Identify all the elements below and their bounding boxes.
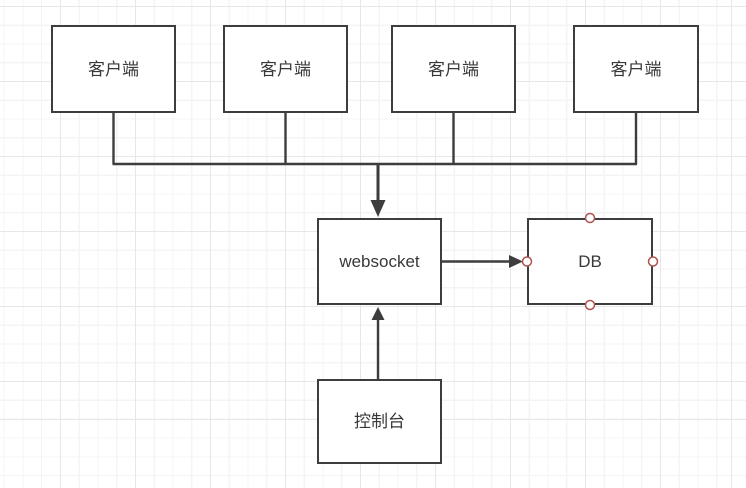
node-websocket[interactable]: websocket xyxy=(317,218,442,305)
node-client-3[interactable]: 客户端 xyxy=(391,25,516,113)
node-client-3-label: 客户端 xyxy=(428,59,479,79)
arrowhead-console-to-websocket-icon xyxy=(371,307,385,320)
node-client-2[interactable]: 客户端 xyxy=(223,25,348,113)
node-client-4[interactable]: 客户端 xyxy=(573,25,699,113)
arrowhead-bus-to-websocket-icon xyxy=(370,200,386,217)
node-client-1[interactable]: 客户端 xyxy=(51,25,176,113)
node-client-1-label: 客户端 xyxy=(88,59,139,79)
node-console-label: 控制台 xyxy=(354,412,405,431)
db-handle-bottom-icon[interactable] xyxy=(584,299,596,311)
node-db-label: DB xyxy=(578,252,602,271)
db-handle-left-icon[interactable] xyxy=(521,256,533,267)
db-handle-top-icon[interactable] xyxy=(584,212,596,224)
node-console[interactable]: 控制台 xyxy=(317,379,442,464)
node-client-4-label: 客户端 xyxy=(610,59,662,79)
node-websocket-label: websocket xyxy=(339,252,420,271)
node-client-2-label: 客户端 xyxy=(260,59,311,79)
arrowhead-websocket-to-db-icon xyxy=(509,255,523,268)
db-handle-right-icon[interactable] xyxy=(647,256,659,267)
